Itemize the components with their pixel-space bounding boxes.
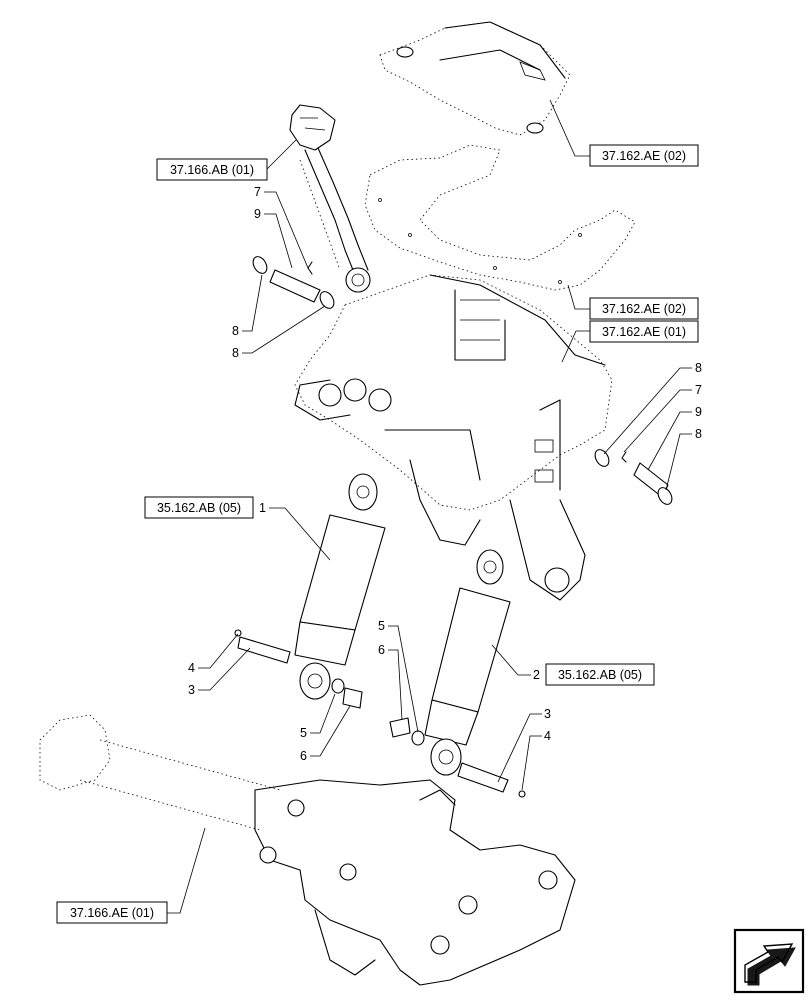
callout-8-b: 8 — [232, 305, 326, 360]
svg-text:3: 3 — [544, 707, 551, 721]
svg-text:8: 8 — [232, 324, 239, 338]
svg-text:8: 8 — [695, 427, 702, 441]
svg-text:9: 9 — [254, 207, 261, 221]
svg-text:5: 5 — [378, 619, 385, 633]
svg-text:35.162.AB (05): 35.162.AB (05) — [558, 668, 642, 682]
callout-2: 2 — [491, 644, 540, 682]
callout-6-left: 6 — [300, 705, 351, 763]
svg-text:37.166.AE (01): 37.166.AE (01) — [70, 906, 154, 920]
svg-text:8: 8 — [695, 361, 702, 375]
svg-text:4: 4 — [544, 729, 551, 743]
svg-text:5: 5 — [300, 726, 307, 740]
svg-text:1: 1 — [259, 501, 266, 515]
callout-8-right-bot: 8 — [665, 427, 702, 491]
svg-text:6: 6 — [300, 749, 307, 763]
left-bolt-parts — [234, 629, 363, 709]
next-page-arrow-icon[interactable] — [733, 928, 805, 994]
callout-9-top: 9 — [254, 207, 293, 269]
callout-3-left: 3 — [188, 647, 251, 697]
ref-37-166-ae-01[interactable]: 37.166.AE (01) — [56, 901, 168, 924]
ref-35-162-ab-05-right[interactable]: 35.162.AB (05) — [545, 663, 655, 686]
main-housing — [294, 274, 613, 601]
callout-5-mid: 5 — [378, 619, 419, 733]
svg-text:2: 2 — [533, 668, 540, 682]
cylinder-2 — [424, 549, 511, 776]
svg-text:3: 3 — [188, 683, 195, 697]
callout-6-mid: 6 — [378, 643, 403, 721]
callout-8-a: 8 — [232, 274, 263, 338]
svg-text:37.166.AB (01): 37.166.AB (01) — [170, 163, 254, 177]
callout-7-right: 7 — [623, 383, 702, 453]
svg-text:37.162.AE (02): 37.162.AE (02) — [602, 149, 686, 163]
ref-35-162-ab-05-left[interactable]: 35.162.AB (05) — [144, 496, 254, 519]
svg-text:4: 4 — [188, 661, 195, 675]
callout-4-left: 4 — [188, 633, 239, 675]
ref-37-162-ae-02-mid[interactable]: 37.162.AE (02) — [589, 297, 699, 320]
callout-4-right: 4 — [521, 729, 551, 791]
cylinder-1 — [294, 473, 386, 700]
callout-5-left: 5 — [300, 693, 336, 740]
svg-text:7: 7 — [254, 185, 261, 199]
svg-text:6: 6 — [378, 643, 385, 657]
svg-text:37.162.AE (02): 37.162.AE (02) — [602, 302, 686, 316]
ref-37-162-ae-02-top[interactable]: 37.162.AE (02) — [589, 144, 699, 167]
svg-text:9: 9 — [695, 405, 702, 419]
upper-link-assembly — [289, 104, 371, 293]
gasket-plate — [364, 144, 636, 291]
svg-text:35.162.AB (05): 35.162.AB (05) — [157, 501, 241, 515]
callout-7-top: 7 — [254, 185, 309, 269]
svg-text:7: 7 — [695, 383, 702, 397]
svg-text:8: 8 — [232, 346, 239, 360]
ref-37-162-ae-01[interactable]: 37.162.AE (01) — [589, 320, 699, 343]
callout-9-right: 9 — [647, 405, 702, 471]
top-cover-plate — [379, 21, 571, 136]
callout-3-right: 3 — [497, 707, 551, 783]
svg-text:37.162.AE (01): 37.162.AE (01) — [602, 325, 686, 339]
ref-37-166-ab-01[interactable]: 37.166.AB (01) — [156, 158, 268, 181]
callout-8-right-top: 8 — [603, 361, 702, 455]
lower-link-assembly — [39, 714, 576, 986]
callout-1: 1 — [259, 501, 331, 561]
right-pin-set — [594, 449, 673, 505]
left-pin-set — [252, 256, 335, 309]
